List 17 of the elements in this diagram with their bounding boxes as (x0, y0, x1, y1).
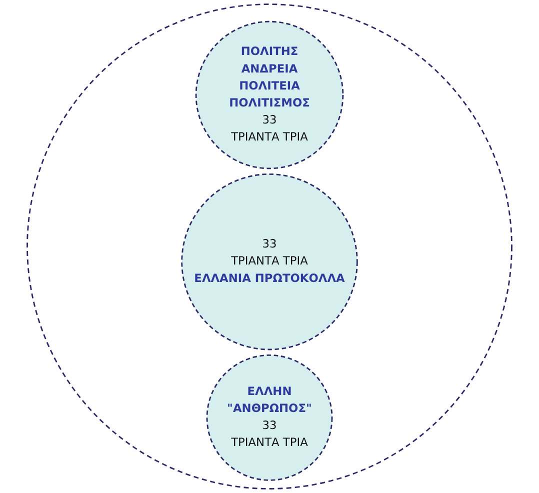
outer-circle (26, 4, 512, 490)
node-text: 33 (261, 112, 278, 128)
node-text: ΠΟΛΙΤΙΣΜΟΣ (229, 94, 310, 112)
node-text: ΤΡΙΑΝΤΑ ΤΡΙΑ (230, 128, 309, 146)
node-text: 33 (261, 236, 278, 252)
circle-node (181, 173, 358, 350)
node-text: ΕΛΛΑΝΙΑ ΠΡΩΤΟΚΟΛΛΑ (194, 270, 345, 287)
node-text: ΠΟΛΙΤΕΙΑ (238, 78, 301, 94)
node-text: ΕΛΛΗΝ (246, 383, 293, 400)
circle-node (206, 354, 333, 481)
circle-node (195, 20, 344, 170)
node-text: ΑΝΔΡΕΙΑ (240, 60, 299, 78)
node-text: ΠΟΛΙΤΗΣ (240, 44, 300, 60)
node-text: ΤΡΙΑΝΤΑ ΤΡΙΑ (230, 434, 309, 451)
node-text: "ΑΝΘΡΩΠΟΣ" (227, 400, 312, 417)
node-text: ΤΡΙΑΝΤΑ ΤΡΙΑ (230, 253, 309, 270)
node-text: 33 (261, 417, 278, 434)
